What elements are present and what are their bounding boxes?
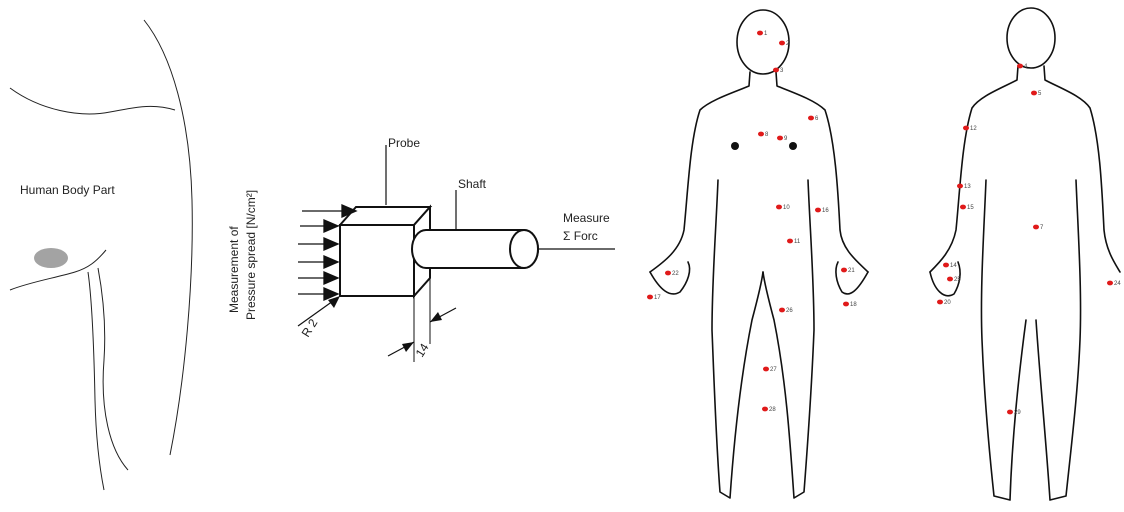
- front-point-label-3: 3: [780, 68, 784, 74]
- front-point-label-28: 28: [769, 407, 776, 413]
- back-point-4: [1017, 64, 1023, 69]
- probe-label: Probe: [388, 136, 420, 150]
- front-point-label-22: 22: [672, 271, 679, 277]
- probe-diagram: [298, 145, 615, 362]
- front-point-1: [757, 31, 763, 36]
- front-point-label-26: 26: [786, 308, 793, 314]
- front-point-10: [776, 205, 782, 210]
- pressure-label-line1: Measurement of: [227, 226, 241, 313]
- front-point-21: [841, 268, 847, 273]
- back-point-25: [947, 277, 953, 282]
- probe-cube-front: [340, 225, 414, 296]
- front-point-6: [808, 116, 814, 121]
- front-point-11: [787, 239, 793, 244]
- front-point-label-16: 16: [822, 208, 829, 214]
- back-point-7: [1033, 225, 1039, 230]
- front-point-label-21: 21: [848, 268, 855, 274]
- front-point-label-10: 10: [783, 205, 790, 211]
- back-point-15: [960, 205, 966, 210]
- front-point-9: [777, 136, 783, 141]
- front-point-22: [665, 271, 671, 276]
- front-point-label-1: 1: [764, 31, 768, 37]
- human-body-part-label: Human Body Part: [20, 183, 115, 197]
- back-point-12: [963, 126, 969, 131]
- back-point-29: [1007, 410, 1013, 415]
- front-point-3: [773, 68, 779, 73]
- front-point-27: [763, 367, 769, 372]
- sum-force-label: Σ Forc: [563, 229, 598, 243]
- back-point-label-25: 25: [954, 277, 961, 283]
- back-point-14: [943, 263, 949, 268]
- back-point-label-12: 12: [970, 126, 977, 132]
- front-point-16: [815, 208, 821, 213]
- measure-label: Measure: [563, 211, 610, 225]
- back-point-label-7: 7: [1040, 225, 1044, 231]
- body-part-sketch: [10, 20, 192, 490]
- front-point-label-11: 11: [794, 239, 801, 245]
- back-point-label-15: 15: [967, 205, 974, 211]
- back-point-20: [937, 300, 943, 305]
- front-point-18: [843, 302, 849, 307]
- front-point-label-27: 27: [770, 367, 777, 373]
- length-label: 14: [413, 341, 432, 360]
- front-point-2: [779, 41, 785, 46]
- radius-label: R 2: [299, 316, 321, 340]
- shaft-end: [510, 230, 538, 268]
- front-point-label-6: 6: [815, 116, 819, 122]
- front-point-28: [762, 407, 768, 412]
- front-point-label-17: 17: [654, 295, 661, 301]
- back-point-5: [1031, 91, 1037, 96]
- back-point-label-13: 13: [964, 184, 971, 190]
- back-point-label-14: 14: [950, 263, 957, 269]
- shaft-label: Shaft: [458, 177, 487, 191]
- back-point-label-29: 29: [1014, 410, 1021, 416]
- back-point-13: [957, 184, 963, 189]
- back-point-label-24: 24: [1114, 281, 1121, 287]
- back-body-figure: [930, 8, 1120, 500]
- back-point-label-20: 20: [944, 300, 951, 306]
- front-point-8: [758, 132, 764, 137]
- front-point-label-8: 8: [765, 132, 769, 138]
- front-point-label-9: 9: [784, 136, 788, 142]
- contact-area-spot: [34, 248, 68, 268]
- back-point-label-5: 5: [1038, 91, 1042, 97]
- front-body-figure: [650, 10, 868, 498]
- front-point-26: [779, 308, 785, 313]
- front-point-label-18: 18: [850, 302, 857, 308]
- pressure-label-line2: Pressure spread [N/cm²]: [244, 190, 258, 320]
- back-point-24: [1107, 281, 1113, 286]
- front-point-17: [647, 295, 653, 300]
